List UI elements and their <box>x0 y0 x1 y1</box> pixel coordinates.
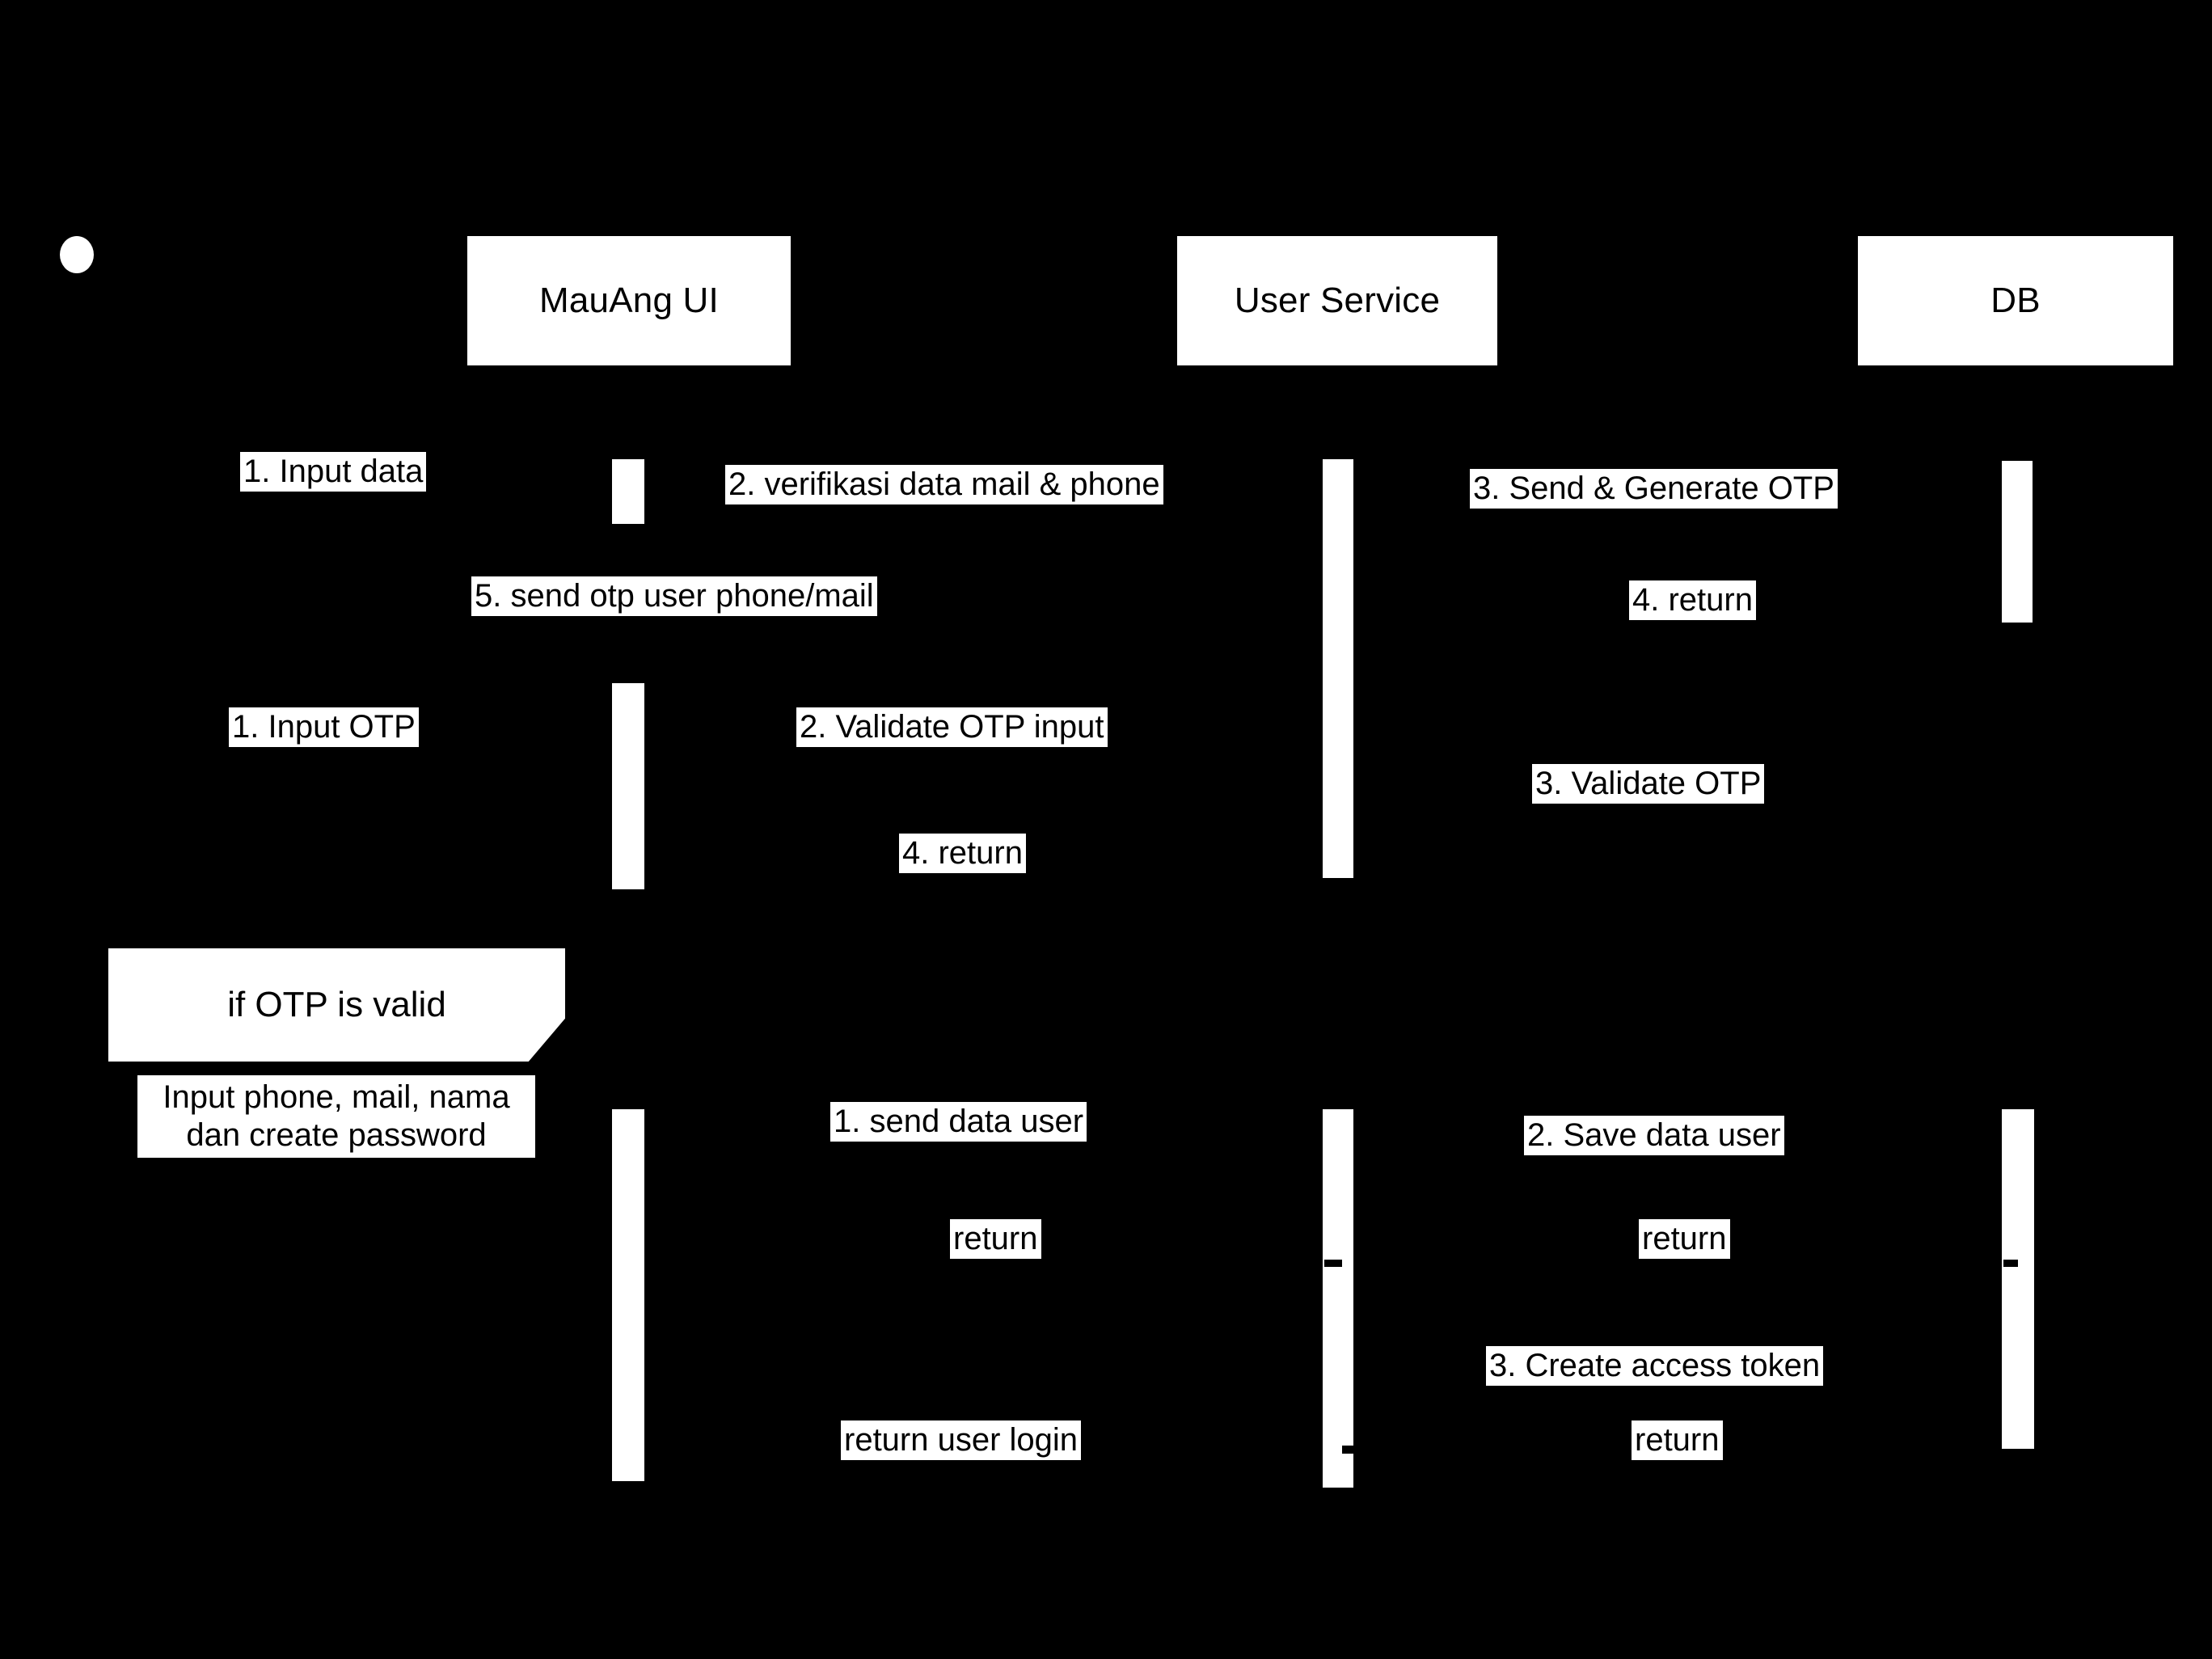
return-arrow-tick-user-service-bottom <box>1342 1446 1353 1454</box>
message-label-return-4: return <box>1639 1219 1730 1260</box>
message-label-input-phone-mail-nama: Input phone, mail, nama dan create passw… <box>137 1075 535 1159</box>
message-label-send-data-user: 1. send data user <box>830 1102 1087 1142</box>
message-label-return-5: return <box>1632 1420 1723 1461</box>
fragment-if-otp-is-valid: if OTP is valid <box>108 948 565 1062</box>
participant-user-service[interactable]: User Service <box>1177 236 1497 365</box>
return-arrow-tick-db <box>2003 1260 2018 1267</box>
message-label-validate-otp: 3. Validate OTP <box>1532 764 1765 804</box>
message-label-return-1: 4. return <box>1629 580 1756 621</box>
activation-user-service-3 <box>1323 1109 1353 1488</box>
participant-label: MauAng UI <box>539 280 719 320</box>
activation-mauang-ui-3 <box>612 1109 644 1481</box>
participant-label: User Service <box>1234 280 1441 320</box>
participant-db[interactable]: DB <box>1858 236 2173 365</box>
return-arrow-tick-user-service <box>1324 1260 1342 1267</box>
message-label-return-2: 4. return <box>899 834 1026 874</box>
message-label-send-otp-user: 5. send otp user phone/mail <box>471 576 877 617</box>
activation-user-service-1 <box>1323 459 1353 878</box>
message-label-create-access-token: 3. Create access token <box>1486 1346 1824 1387</box>
message-label-save-data-user: 2. Save data user <box>1524 1116 1784 1156</box>
message-label-input-otp: 1. Input OTP <box>229 707 419 748</box>
participant-label: DB <box>1990 280 2041 320</box>
actor-head-icon <box>60 236 94 273</box>
message-label-return-3: return <box>950 1219 1041 1260</box>
message-label-input-data: 1. Input data <box>240 452 427 492</box>
activation-db-3 <box>2002 1109 2034 1449</box>
activation-mauang-ui-1 <box>612 459 644 524</box>
fragment-label: if OTP is valid <box>227 985 446 1024</box>
activation-mauang-ui-2 <box>612 683 644 889</box>
message-label-return-user-login: return user login <box>841 1420 1082 1461</box>
activation-db-1 <box>2002 461 2033 623</box>
participant-mauang-ui[interactable]: MauAng UI <box>467 236 791 365</box>
message-label-send-generate-otp: 3. Send & Generate OTP <box>1470 469 1838 509</box>
message-label-validate-otp-input: 2. Validate OTP input <box>796 707 1108 748</box>
message-label-verifikasi-data: 2. verifikasi data mail & phone <box>725 465 1163 505</box>
